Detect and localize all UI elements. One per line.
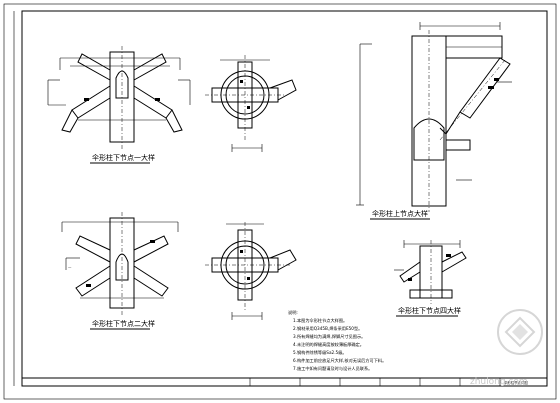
note-line-3: 3.所有焊缝均为满焊,焊脚尺寸见图示。 bbox=[293, 333, 365, 340]
detail-section-circle-2 bbox=[205, 222, 297, 320]
detail-lower-node-1 bbox=[47, 46, 191, 150]
title-lower-node-2: 伞形柱下节点二大样 bbox=[92, 319, 155, 328]
inner-frame bbox=[21, 10, 548, 387]
watermark-text: zhulong.com bbox=[470, 377, 528, 387]
title-upper-node: 伞形柱上节点大样 bbox=[372, 209, 428, 218]
notes-heading: 说明: bbox=[288, 309, 298, 316]
note-line-2: 2.钢材采用Q345B,焊条采用E50型。 bbox=[293, 325, 362, 332]
title-lower-node-1: 伞形柱下节点一大样 bbox=[92, 153, 155, 162]
outer-frame bbox=[3, 3, 557, 400]
note-line-6: 6.构件加工前应放足尺大样,核对无误后方可下料。 bbox=[293, 357, 386, 364]
detail-bottom-node bbox=[394, 240, 467, 304]
general-notes: 说明: 1.本图为伞形柱节点大样图。 2.钢材采用Q345B,焊条采用E50型。… bbox=[288, 309, 386, 372]
note-line-5: 5.钢构件除锈等级Sa2.5级。 bbox=[293, 349, 347, 356]
svg-text:—: — bbox=[68, 265, 72, 269]
note-line-4: 4.未注明的焊缝高度按较薄板厚确定。 bbox=[293, 341, 364, 348]
note-line-1: 1.本图为伞形柱节点大样图。 bbox=[293, 317, 347, 324]
note-line-7: 7.施工中如有问题请及时与设计人员联系。 bbox=[293, 365, 372, 372]
watermark-logo bbox=[497, 309, 543, 355]
detail-section-circle-1 bbox=[205, 55, 297, 152]
detail-upper-node bbox=[356, 22, 512, 212]
detail-lower-node-2: — bbox=[61, 212, 179, 316]
title-block: 伞形柱节点详图 bbox=[21, 377, 548, 387]
title-block-label: 伞形柱节点详图 bbox=[504, 380, 528, 385]
title-bottom-node: 伞形柱下节点四大样 bbox=[398, 306, 461, 315]
